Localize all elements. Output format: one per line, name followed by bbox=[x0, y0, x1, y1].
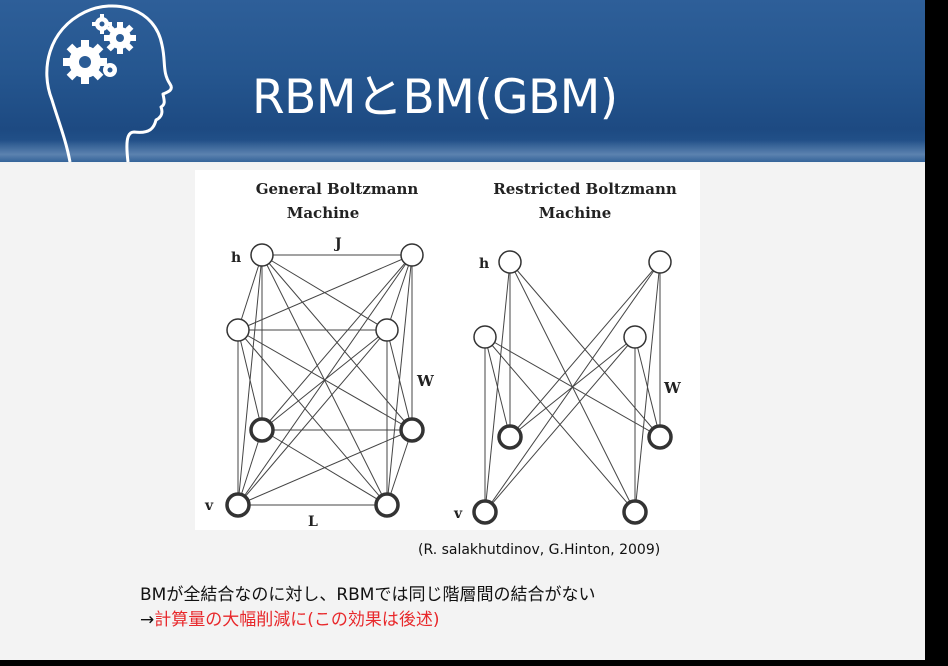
rbm-title-line1: Restricted Boltzmann bbox=[493, 180, 677, 198]
head-with-gears-icon bbox=[45, 4, 173, 162]
slide: RBMとBM(GBM) General Boltzmann Machine Re… bbox=[0, 0, 925, 660]
rbm-hidden-node bbox=[623, 325, 647, 349]
rbm-hidden-node bbox=[498, 250, 522, 274]
caption-line-1: BMが全結合なのに対し、RBMでは同じ階層間の結合がない bbox=[140, 585, 596, 605]
boltzmann-machine-diagram: General Boltzmann Machine Restricted Bol… bbox=[204, 180, 682, 530]
rbm-title-line2: Machine bbox=[539, 204, 612, 222]
gbm-hidden-node bbox=[400, 243, 424, 267]
gbm-title-line2: Machine bbox=[287, 204, 360, 222]
rbm-label-h: h bbox=[479, 256, 489, 272]
gbm-label-j: J bbox=[333, 236, 342, 252]
rbm-hidden-node bbox=[648, 250, 672, 274]
gbm-label-h: h bbox=[231, 250, 241, 266]
boltzmann-diagram-panel: General Boltzmann Machine Restricted Bol… bbox=[195, 170, 700, 530]
gbm-visible-node bbox=[399, 417, 425, 443]
caption-arrow: → bbox=[140, 610, 155, 630]
citation: (R. salakhutdinov, G.Hinton, 2009) bbox=[418, 542, 661, 558]
caption-highlight: 計算量の大幅削減に(この効果は後述) bbox=[154, 610, 440, 630]
gbm-label-l: L bbox=[308, 514, 318, 530]
gbm-nodes bbox=[225, 243, 425, 518]
rbm-visible-node bbox=[647, 424, 673, 450]
rbm-hidden-node bbox=[473, 325, 497, 349]
gbm-label-v: v bbox=[204, 498, 214, 514]
rbm-edges bbox=[484, 261, 661, 513]
gbm-visible-node bbox=[249, 417, 275, 443]
gbm-visible-node bbox=[225, 492, 251, 518]
gbm-hidden-node bbox=[250, 243, 274, 267]
caption-line-2: →計算量の大幅削減に(この効果は後述) bbox=[140, 608, 595, 633]
caption: BMが全結合なのに対し、RBMでは同じ階層間の結合がない →計算量の大幅削減に(… bbox=[140, 583, 595, 633]
gbm-edges bbox=[237, 254, 413, 506]
rbm-visible-node bbox=[497, 424, 523, 450]
gbm-hidden-node bbox=[226, 318, 250, 342]
gbm-label-w: W bbox=[416, 372, 435, 390]
gbm-visible-node bbox=[374, 492, 400, 518]
header-band bbox=[0, 140, 925, 164]
rbm-label-v: v bbox=[453, 506, 463, 522]
rbm-visible-node bbox=[622, 499, 648, 525]
rbm-visible-node bbox=[472, 499, 498, 525]
rbm-label-w: W bbox=[663, 379, 682, 397]
gbm-hidden-node bbox=[375, 318, 399, 342]
rbm-nodes bbox=[472, 250, 673, 525]
slide-title: RBMとBM(GBM) bbox=[252, 70, 618, 125]
slide-header: RBMとBM(GBM) bbox=[0, 0, 925, 164]
gbm-title-line1: General Boltzmann bbox=[256, 180, 419, 198]
